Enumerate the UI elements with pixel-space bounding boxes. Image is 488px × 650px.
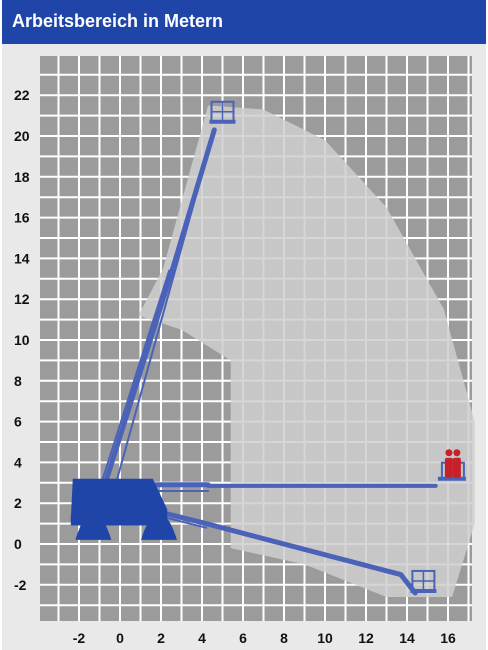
machine-layer: [70, 478, 177, 540]
y-tick-label: 2: [14, 495, 22, 511]
platform-max-reach: [437, 449, 466, 481]
y-tick-label: 20: [14, 128, 30, 144]
x-tick-label: 2: [157, 630, 165, 646]
y-tick-label: 10: [14, 332, 30, 348]
header-bar: Arbeitsbereich in Metern: [2, 0, 486, 44]
boom-vertical-link: [112, 128, 216, 492]
wheel-rear: [75, 513, 112, 540]
y-tick-label: 22: [14, 87, 30, 103]
x-tick-label: 0: [116, 630, 124, 646]
chassis-lower: [70, 515, 166, 526]
wheel-front: [140, 513, 177, 540]
platform-max-height: [209, 100, 236, 124]
envelope-layer: [138, 105, 475, 598]
x-tick-label: 14: [399, 630, 415, 646]
x-tick-label: 6: [239, 630, 247, 646]
x-tick-label: -2: [73, 630, 86, 646]
x-tick-label: 10: [317, 630, 333, 646]
operator-head: [445, 449, 453, 457]
x-tick-label: 8: [280, 630, 288, 646]
y-tick-label: 18: [14, 169, 30, 185]
chassis: [70, 478, 168, 520]
y-tick-label: -2: [14, 577, 27, 593]
platform-below-ground: [410, 569, 437, 593]
operator-body: [452, 457, 461, 478]
operator-head: [453, 449, 461, 457]
y-tick-label: 8: [14, 373, 22, 389]
boom-vertical-outer: [100, 269, 171, 484]
x-tick-label: 12: [358, 630, 374, 646]
working-envelope: [138, 105, 475, 598]
y-tick-label: 12: [14, 291, 30, 307]
x-tick-label: 16: [440, 630, 456, 646]
header-title: Arbeitsbereich in Metern: [12, 11, 224, 31]
y-tick-label: 16: [14, 210, 30, 226]
y-tick-label: 6: [14, 414, 22, 430]
operator-body: [444, 457, 453, 478]
y-tick-label: 14: [14, 250, 30, 266]
y-tick-label: 4: [14, 454, 22, 470]
y-tick-label: 0: [14, 536, 22, 552]
x-tick-label: 4: [198, 630, 206, 646]
boom-layer: [86, 100, 466, 596]
